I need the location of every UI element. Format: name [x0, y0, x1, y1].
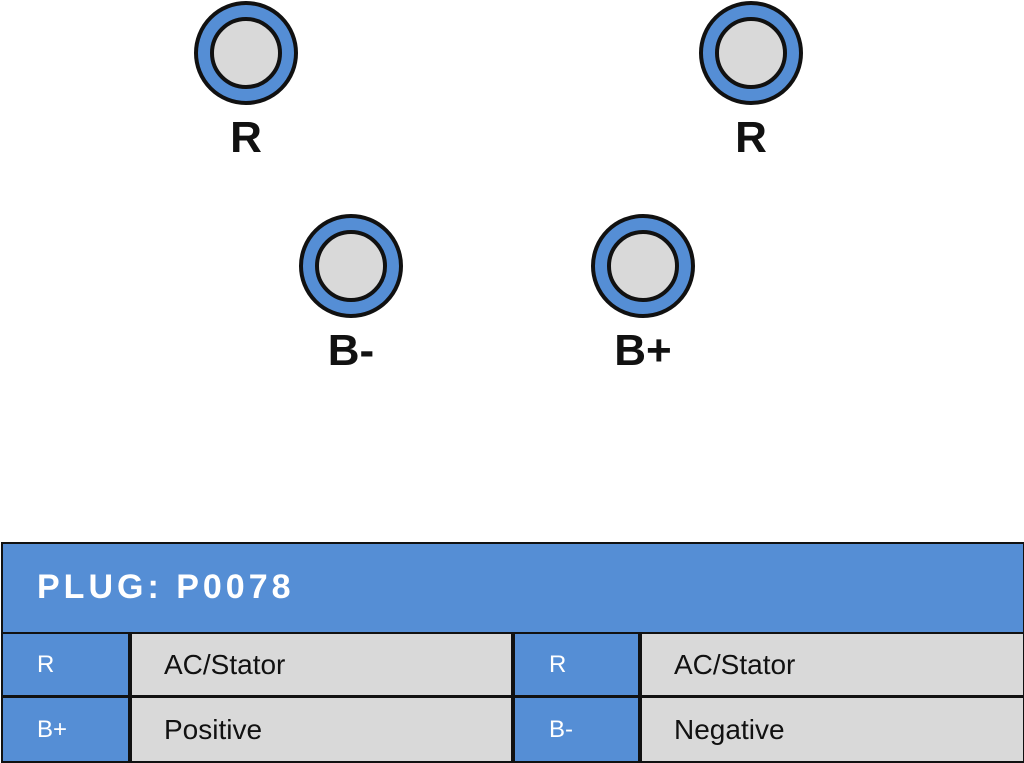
- pin-label: B+: [614, 326, 672, 375]
- pin-label: B-: [327, 326, 375, 375]
- pin-b-plus: B+: [590, 213, 696, 373]
- pin-label: R: [230, 113, 262, 162]
- legend-desc-cell: Negative: [642, 698, 1023, 761]
- pin-r-left: R: [193, 0, 299, 160]
- pin-b-minus: B-: [298, 213, 404, 373]
- legend-code-cell: B-: [515, 698, 638, 761]
- pin-r-right: R: [698, 0, 804, 160]
- pin-terminal-icon: [194, 1, 298, 105]
- legend-code-cell: R: [515, 634, 638, 695]
- pin-label: R: [735, 113, 767, 162]
- pin-terminal-icon: [299, 214, 403, 318]
- legend-code-cell: B+: [3, 698, 128, 761]
- legend-desc-cell: Positive: [132, 698, 511, 761]
- legend-desc-cell: AC/Stator: [642, 634, 1023, 695]
- legend-desc-cell: AC/Stator: [132, 634, 511, 695]
- legend-code-cell: R: [3, 634, 128, 695]
- plug-legend-table: PLUG: P0078 R AC/Stator R AC/Stator B+ P…: [1, 542, 1024, 763]
- pin-terminal-icon: [699, 1, 803, 105]
- legend-header: PLUG: P0078: [3, 544, 1023, 632]
- plug-title: PLUG: P0078: [37, 568, 295, 606]
- pin-terminal-icon: [591, 214, 695, 318]
